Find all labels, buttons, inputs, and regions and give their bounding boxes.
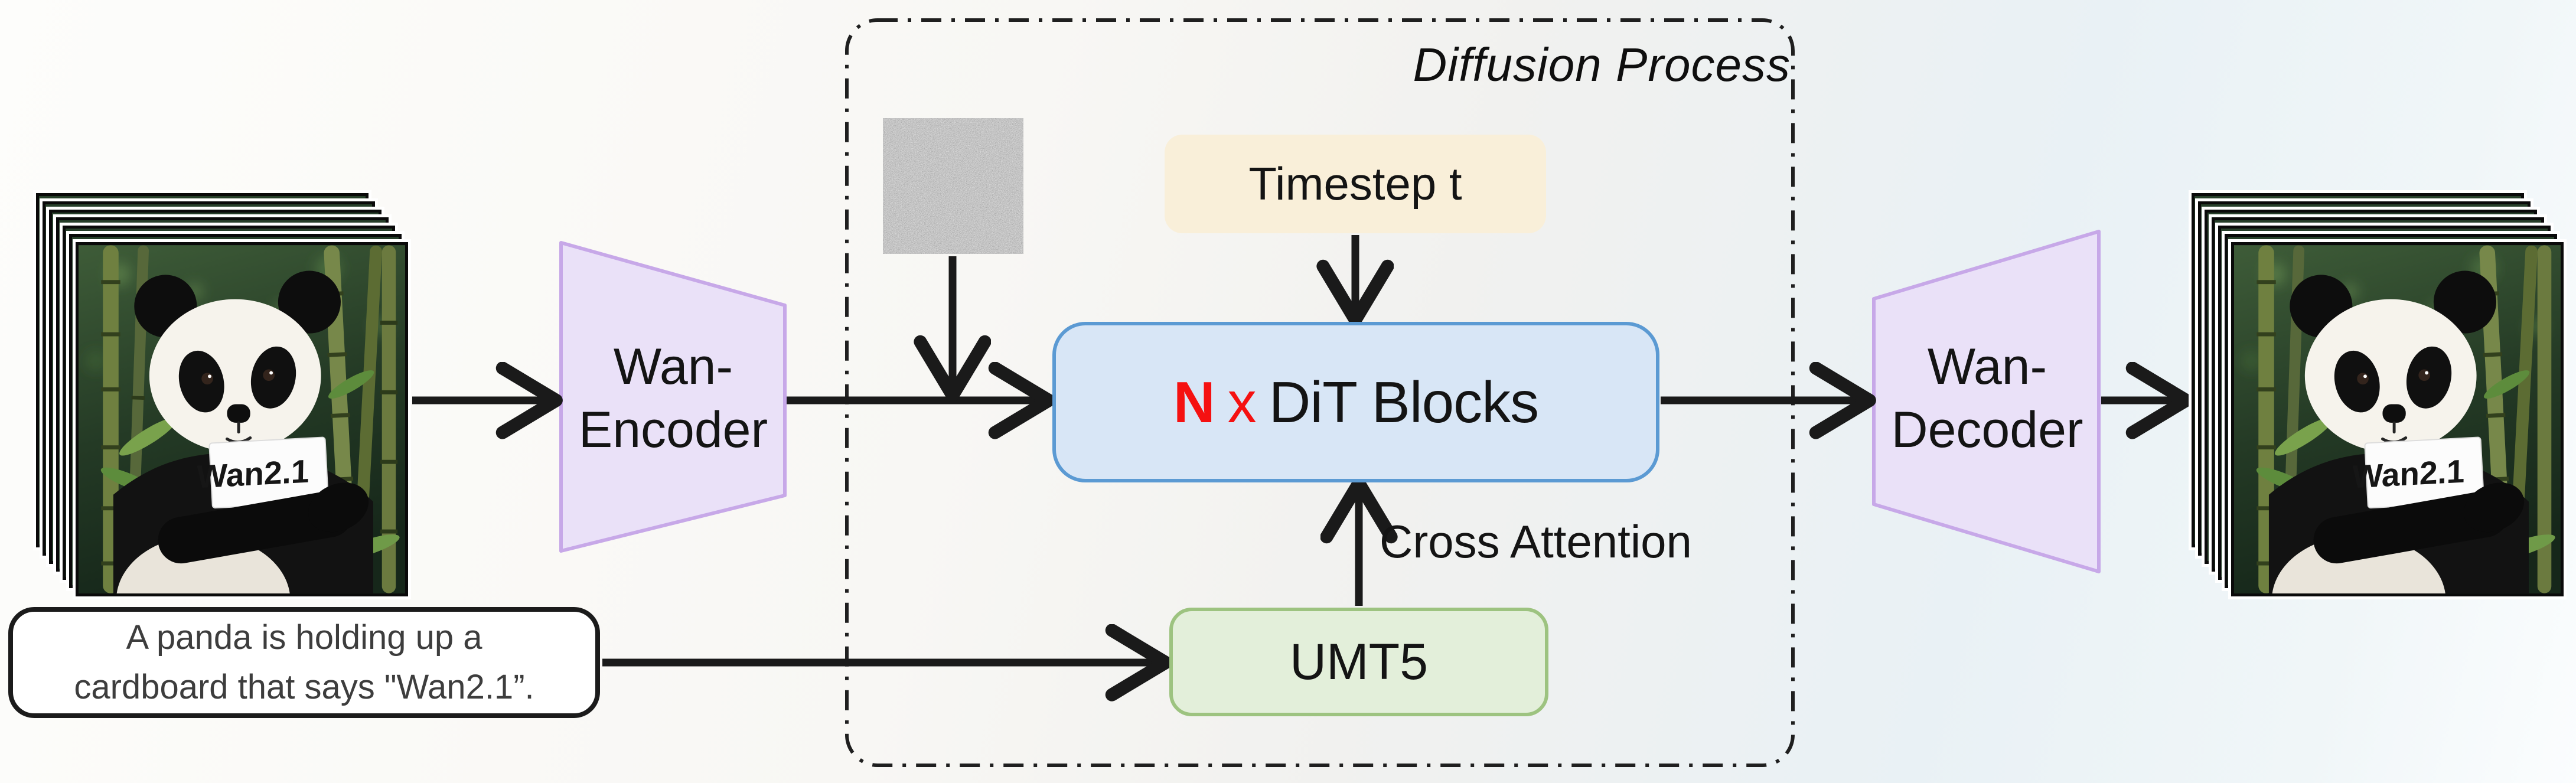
wan-sign: Wan2.1 [2352, 436, 2484, 509]
dit-blocks-box: N x DiT Blocks [1052, 322, 1659, 482]
umt5-label: UMT5 [1289, 633, 1429, 690]
panda-photo: Wan2.1 [2231, 242, 2564, 596]
timestep-box: Timestep t [1165, 135, 1546, 233]
diffusion-process-box [845, 18, 1795, 767]
wan-encoder-shape [559, 241, 787, 553]
dit-n: N [1173, 369, 1215, 435]
wan-sign: Wan2.1 [197, 436, 329, 509]
panda: Wan2.1 [2268, 270, 2529, 593]
panda: Wan2.1 [113, 270, 373, 593]
noise-image [883, 118, 1023, 254]
umt5-box: UMT5 [1169, 608, 1548, 716]
prompt-bubble: A panda is holding up a cardboard that s… [8, 607, 600, 718]
sign-text: Wan2.1 [2352, 452, 2465, 495]
wan-encoder-label: Wan- Encoder [578, 338, 768, 458]
input-video-frames: Wan2.1 [36, 193, 410, 599]
dit-label: DiT Blocks [1269, 369, 1540, 435]
prompt-line1: A panda is holding up a [126, 618, 482, 657]
output-video-frames: Wan2.1 [2192, 193, 2566, 599]
sign-text: Wan2.1 [197, 452, 309, 495]
dit-x: x [1227, 369, 1257, 435]
diffusion-process-title: Diffusion Process [1413, 38, 1791, 91]
panda-photo: Wan2.1 [76, 242, 408, 596]
prompt-line2: cardboard that says "Wan2.1”. [74, 668, 534, 706]
timestep-label: Timestep t [1248, 158, 1462, 210]
wan-decoder-label: Wan- Decoder [1891, 338, 2083, 458]
cross-attention-label: Cross Attention [1380, 516, 1692, 567]
